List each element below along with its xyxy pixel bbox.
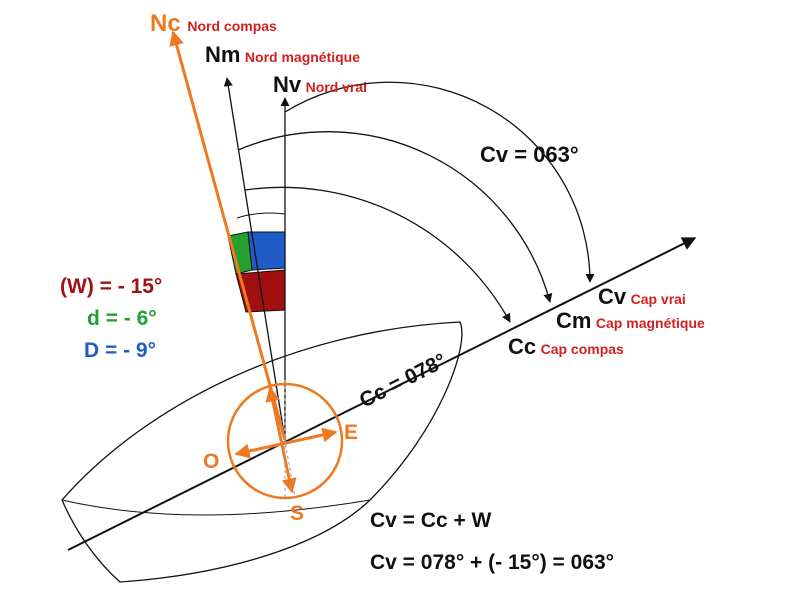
cardinal-south: S — [290, 502, 304, 525]
arc-cc — [244, 186, 511, 323]
boat-hull — [61, 321, 463, 583]
legend-w: (W) = - 15° — [60, 275, 163, 298]
magnetic-north-line — [223, 77, 286, 441]
cc-angle-label: Cc = 078° — [356, 349, 450, 412]
true-heading-label: Cv Cap vrai — [598, 286, 686, 308]
heading-line — [67, 237, 697, 551]
compass-dashed-mag — [274, 384, 296, 498]
arc-small-1 — [236, 212, 286, 219]
magnetic-heading-symbol: Cm — [556, 308, 592, 333]
declination-sector-blue — [247, 231, 286, 271]
cv-angle-label: Cv = 063° — [480, 142, 579, 167]
magnetic-north-label: Nm Nord magnétique — [205, 44, 360, 66]
compass-east-west-axis — [234, 427, 338, 459]
compass-heading-symbol: Cc — [508, 334, 537, 359]
magnetic-north-symbol: Nm — [205, 42, 241, 67]
compass-north-label: Nc Nord compas — [150, 12, 277, 36]
true-north-label: Nv Nord vrai — [273, 74, 367, 96]
magnetic-heading-name: Cap magnétique — [595, 315, 705, 331]
legend-D: D = - 9° — [84, 339, 157, 362]
magnetic-heading-label: Cm Cap magnétique — [556, 310, 705, 332]
true-heading-name: Cap vrai — [630, 291, 686, 307]
true-north-name: Nord vrai — [305, 79, 368, 95]
arc-cm — [237, 131, 553, 303]
compass-heading-label: Cc Cap compas — [508, 336, 624, 358]
compass-heading-name: Cap compas — [540, 341, 624, 357]
cardinal-east: E — [344, 421, 358, 444]
true-north-symbol: Nv — [273, 72, 302, 97]
boat-keel-line — [61, 499, 371, 516]
formula-line-1: Cv = Cc + W — [370, 509, 492, 532]
magnetic-north-name: Nord magnétique — [244, 49, 361, 65]
formula-line-2: Cv = 078° + (- 15°) = 063° — [370, 551, 615, 574]
compass-north-symbol: Nc — [150, 10, 181, 37]
legend-d: d = - 6° — [87, 307, 157, 330]
arc-cv — [284, 81, 595, 283]
compass-north-name: Nord compas — [187, 18, 277, 34]
cardinal-west: O — [203, 450, 219, 473]
true-heading-symbol: Cv — [598, 284, 627, 309]
compass-rose-circle — [226, 382, 344, 500]
compass-north-line — [169, 30, 287, 441]
